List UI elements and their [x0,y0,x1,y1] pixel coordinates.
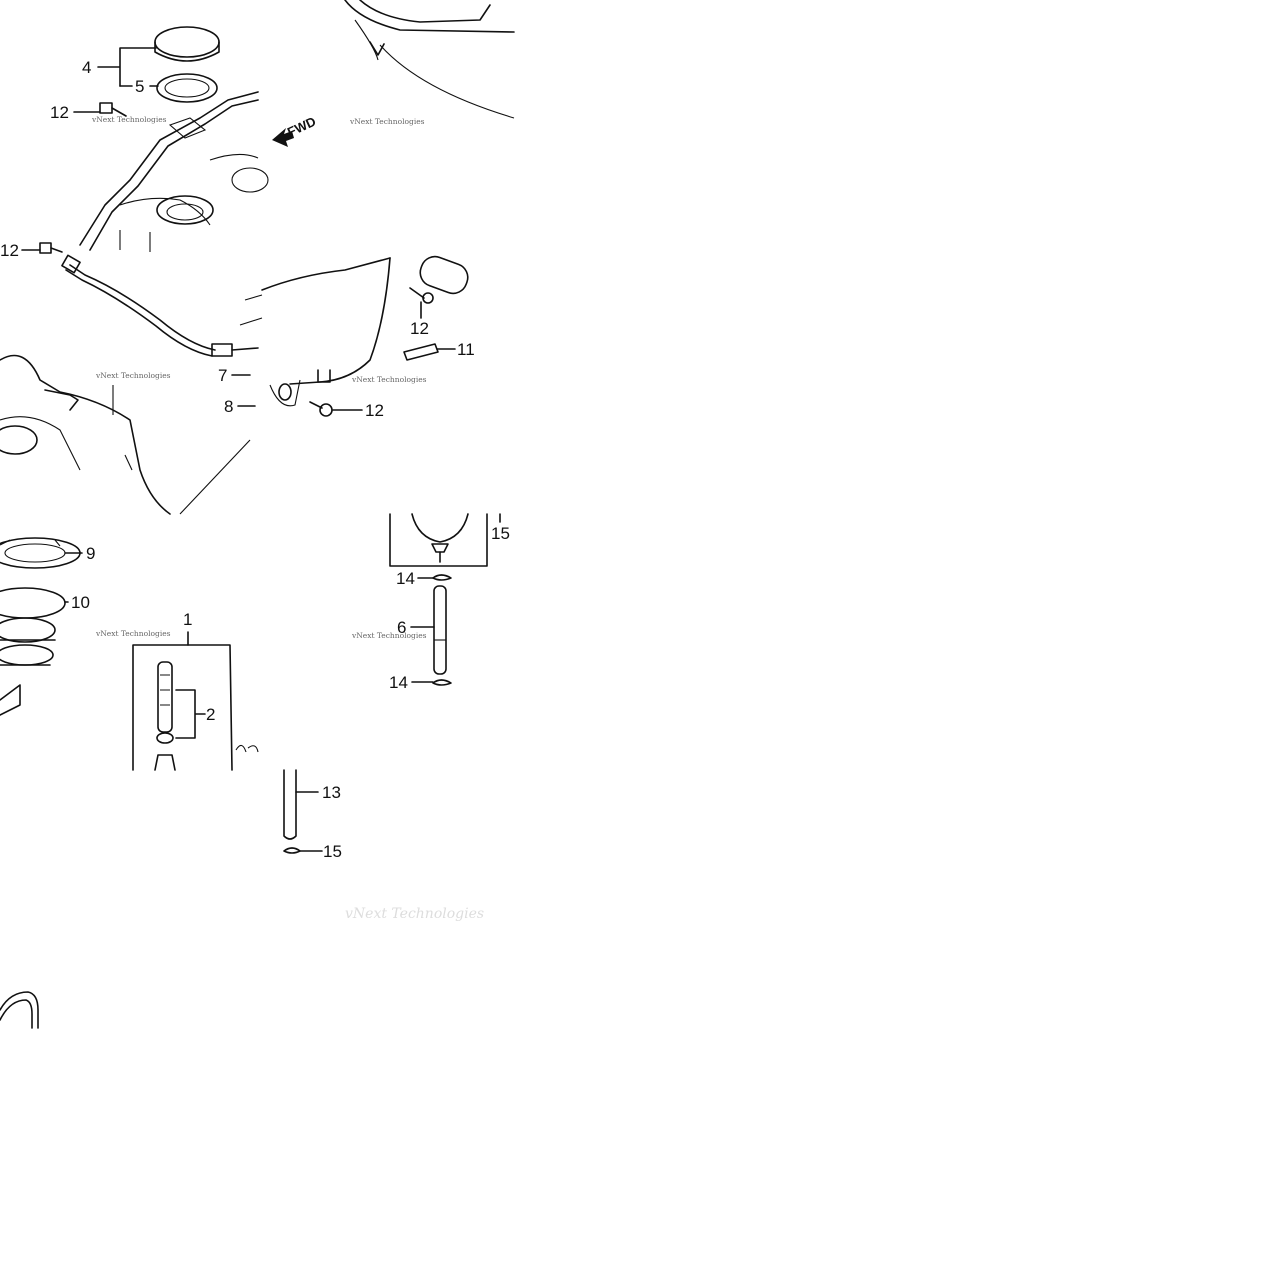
fuel-cap [154,26,220,62]
clip-14-top [432,574,452,581]
sender-base [0,617,56,716]
callout-12-left: 12 [0,241,19,260]
leader-2 [175,689,206,739]
callout-15-top: 15 [491,524,510,543]
o-ring-10 [0,587,66,619]
clip-14-bottom [432,679,452,686]
callout-9: 9 [86,544,95,563]
clip-15-bottom [283,847,301,854]
strainer-bracket-15 [389,513,501,567]
callout-4: 4 [82,58,91,77]
bolt-12-float [409,287,434,304]
callout-6: 6 [397,618,406,637]
callout-14-top: 14 [396,569,415,588]
fuel-valve-assembly-bracket [132,631,233,771]
callout-2: 2 [206,705,215,724]
fuel-tank-top-view [79,91,269,252]
watermark-7: vNext Technologies [345,906,484,922]
fuel-tank-lower-view [0,354,251,515]
bolt-12-left [39,242,63,254]
callout-14-bottom: 14 [389,673,408,692]
rubber-pad-11 [403,343,439,361]
valve-clip [235,744,259,753]
bolt-12-top [99,102,127,117]
callout-13: 13 [322,783,341,802]
callout-7: 7 [218,366,227,385]
watermark-4: vNext Technologies [351,375,427,384]
callout-12-top: 12 [50,103,69,122]
float-cylinder [419,255,469,295]
watermark-1: vNext Technologies [91,115,167,124]
watermark-6: vNext Technologies [351,631,427,640]
cap-gasket [156,73,218,103]
watermark-2: vNext Technologies [349,117,425,126]
fuel-hose-bend [0,991,39,1029]
fuel-tank-side-view [344,0,515,119]
callout-12-float: 12 [410,319,429,338]
fuel-tube-13 [283,769,297,840]
callout-15-bottom: 15 [323,842,342,861]
valve-screw-2 [154,661,176,771]
fwd-label: FWD [285,114,318,140]
sender-unit-housing [239,257,391,407]
leader-4 [97,47,157,87]
callout-12-bottom: 12 [365,401,384,420]
callout-1: 1 [183,610,192,629]
callout-11: 11 [457,340,475,359]
callout-5: 5 [135,77,144,96]
watermark-3: vNext Technologies [95,371,171,380]
pipe-6 [433,585,447,675]
watermark-5: vNext Technologies [95,629,171,638]
bolt-12-bottom [309,401,333,417]
fwd-arrow-icon: FWD [272,114,318,147]
callout-10: 10 [71,593,90,612]
callout-8: 8 [224,397,233,416]
sender-wire-harness [61,254,259,357]
